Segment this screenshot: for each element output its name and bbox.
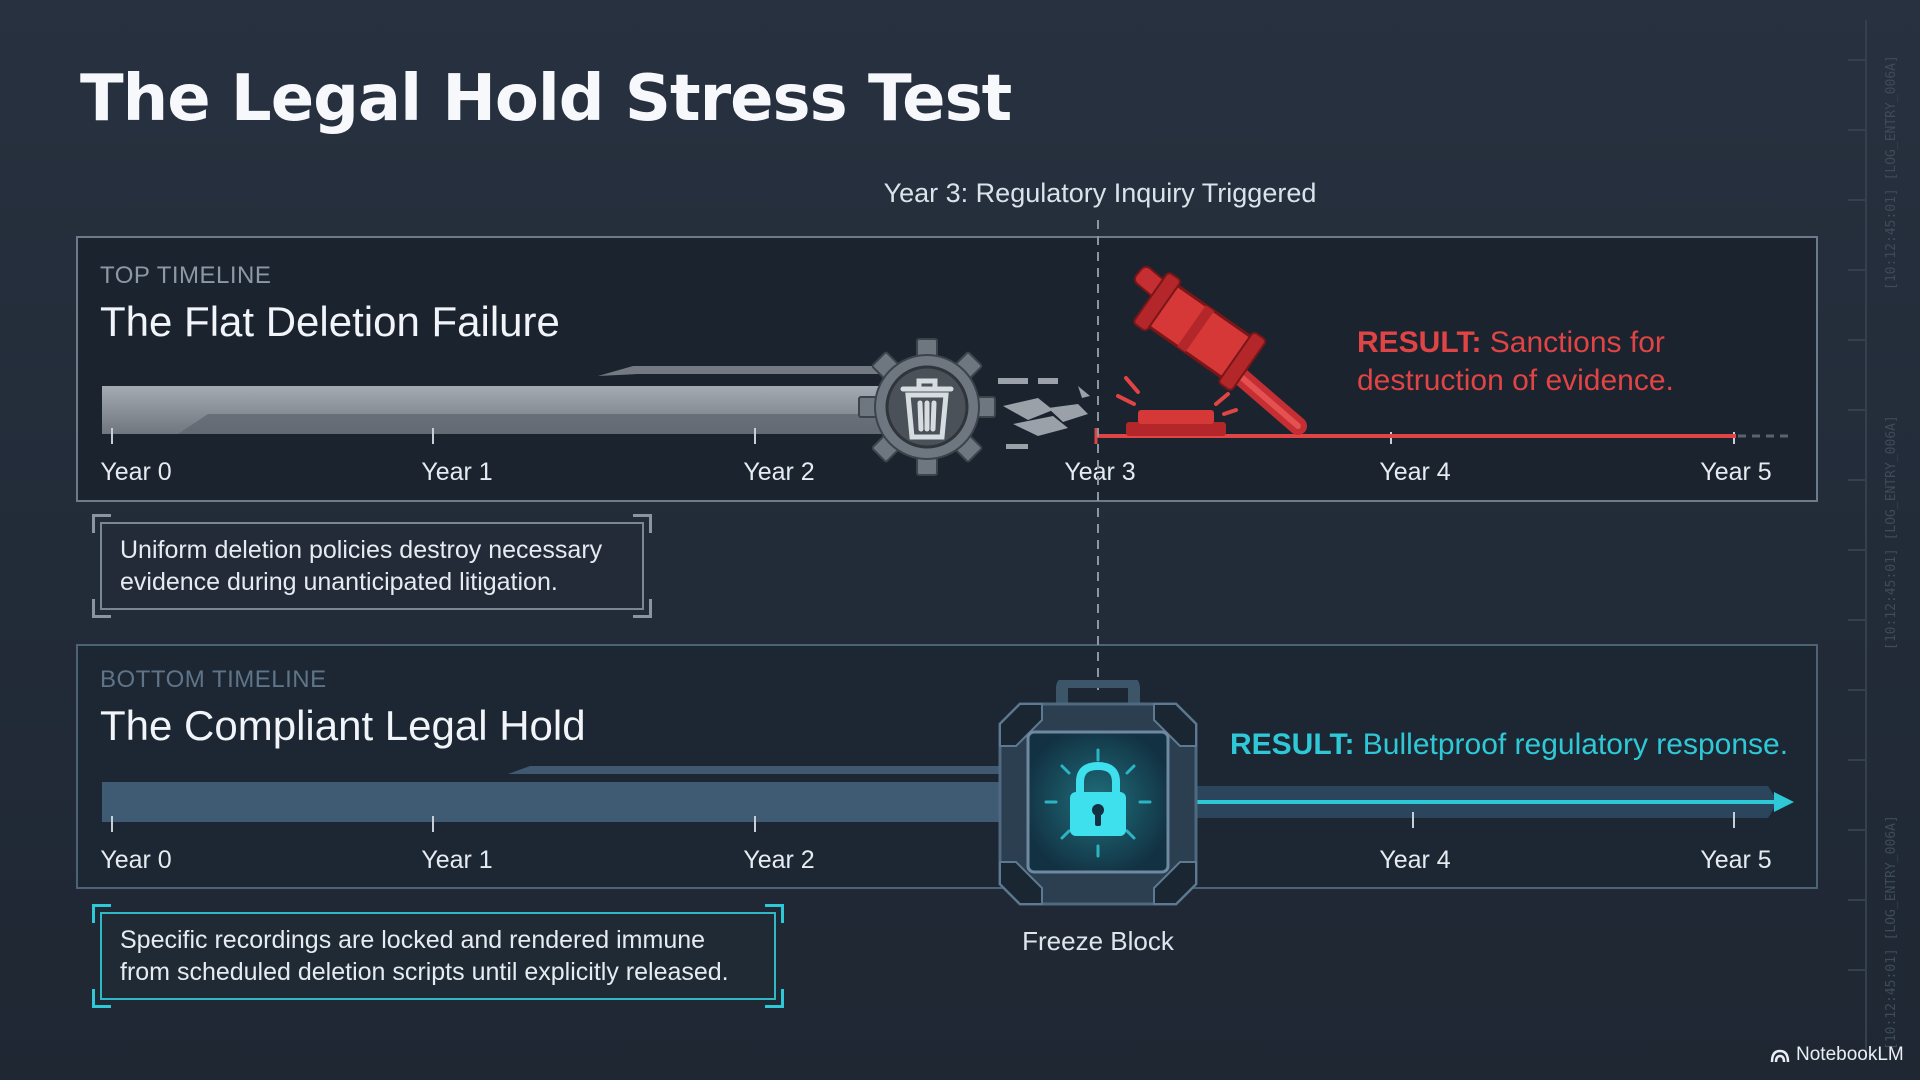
top-timeline-note: Uniform deletion policies destroy necess… xyxy=(92,514,652,618)
side-ruler xyxy=(1848,20,1867,1060)
note-bracket xyxy=(633,599,652,618)
bottom-timeline-panel: BOTTOM TIMELINE The Compliant Legal Hold… xyxy=(76,644,1818,889)
note-bracket xyxy=(633,514,652,533)
bottom-result-text: Bulletproof regulatory response. xyxy=(1362,728,1789,761)
note-bracket xyxy=(92,989,111,1008)
freeze-block-label: Freeze Block xyxy=(1022,926,1174,956)
bottom-year-1: Year 1 xyxy=(421,846,493,874)
top-year-5: Year 5 xyxy=(1700,458,1772,486)
bottom-timeline-track xyxy=(102,766,1794,832)
bottom-year-4: Year 4 xyxy=(1379,846,1451,874)
brand-text: NotebookLM xyxy=(1796,1044,1904,1065)
note-bracket xyxy=(765,989,784,1008)
bottom-result: RESULT: Bulletproof regulatory response. xyxy=(1230,726,1810,764)
side-log-entry: [10:12:45:01] [LOG_ENTRY_006A] xyxy=(1884,815,1899,1050)
top-note-text: Uniform deletion policies destroy necess… xyxy=(120,536,603,596)
bottom-year-0: Year 0 xyxy=(100,846,172,874)
gear-trash-icon xyxy=(858,338,996,476)
gavel-icon xyxy=(1116,265,1307,436)
top-timeline-tag: TOP TIMELINE xyxy=(100,262,272,289)
bottom-year-2: Year 2 xyxy=(743,846,815,874)
bottom-result-key: RESULT: xyxy=(1230,728,1355,761)
top-year-0: Year 0 xyxy=(100,458,172,486)
page-title: The Legal Hold Stress Test xyxy=(80,62,1012,136)
top-year-2: Year 2 xyxy=(743,458,815,486)
note-bracket xyxy=(92,904,111,923)
side-log-entry: [10:12:45:01] [LOG_ENTRY_006A] xyxy=(1884,415,1899,650)
top-timeline-track xyxy=(102,366,1788,449)
bottom-note-text: Specific recordings are locked and rende… xyxy=(120,926,729,986)
bottom-timeline-tag: BOTTOM TIMELINE xyxy=(100,666,327,693)
side-log-entry: [10:12:45:01] [LOG_ENTRY_006A] xyxy=(1884,55,1899,290)
top-year-3: Year 3 xyxy=(1064,458,1136,486)
top-timeline-title: The Flat Deletion Failure xyxy=(100,298,560,345)
brand-watermark: NotebookLM xyxy=(1770,1044,1904,1066)
trigger-label: Year 3: Regulatory Inquiry Triggered xyxy=(883,178,1317,208)
top-result-key: RESULT: xyxy=(1357,326,1482,359)
top-timeline-panel: TOP TIMELINE The Flat Deletion Failure xyxy=(76,236,1818,502)
arrow-head xyxy=(1774,792,1794,812)
bottom-timeline-title: The Compliant Legal Hold xyxy=(100,702,586,749)
note-bracket xyxy=(92,599,111,618)
bottom-timeline-note: Specific recordings are locked and rende… xyxy=(92,904,784,1008)
debris-fragments xyxy=(998,378,1090,449)
top-result-text: Sanctions for destruction of evidence. xyxy=(1357,326,1674,397)
top-year-1: Year 1 xyxy=(421,458,493,486)
note-bracket xyxy=(765,904,784,923)
note-bracket xyxy=(92,514,111,533)
retention-bar xyxy=(102,782,1018,822)
top-year-4: Year 4 xyxy=(1379,458,1451,486)
bottom-year-5: Year 5 xyxy=(1700,846,1772,874)
lock-icon xyxy=(998,680,1198,906)
top-result: RESULT: Sanctions for destruction of evi… xyxy=(1357,324,1757,400)
notebooklm-logo-icon xyxy=(1770,1049,1790,1063)
